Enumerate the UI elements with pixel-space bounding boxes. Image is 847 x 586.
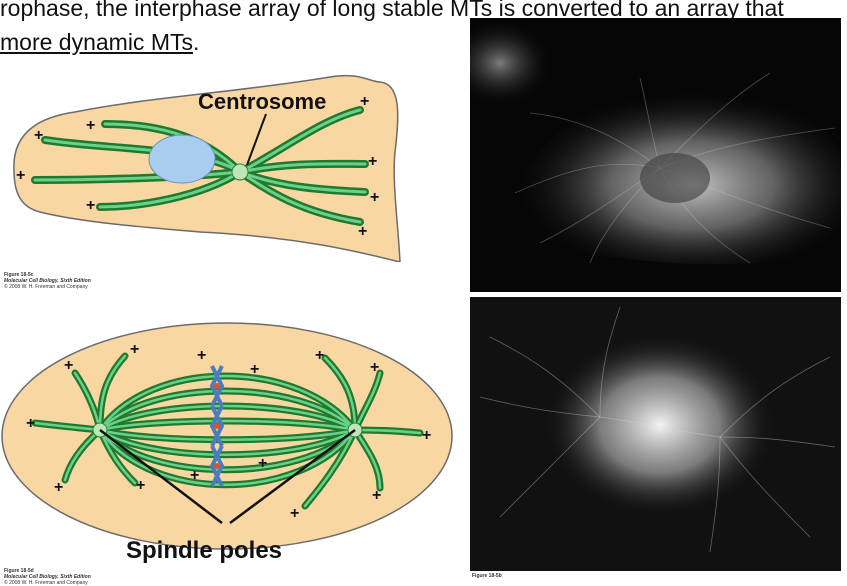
figure-bottom-credit-book: Molecular Cell Biology, Sixth Edition <box>4 574 91 580</box>
plus-end-label: + <box>34 127 43 144</box>
mitotic-cell-diagram: Spindle poles + + + + + + + + + + + + + … <box>1 322 453 564</box>
plus-end-label: + <box>422 427 431 444</box>
caption-period: . <box>192 29 200 55</box>
photo-bottom-credit: Figure 18-5b <box>472 573 502 579</box>
plus-end-label: + <box>197 347 206 364</box>
figure-top-credit-copy: © 2008 W. H. Freeman and Company <box>4 284 88 290</box>
spindle-pointer-right <box>229 428 356 525</box>
micrograph-interphase-image <box>470 18 841 292</box>
figure-top-credit-fig: Figure 18-5c <box>4 272 34 278</box>
plus-end-label: + <box>370 189 379 206</box>
plus-end-label: + <box>86 197 95 214</box>
plus-end-label: + <box>190 467 199 484</box>
plus-end-label: + <box>358 223 367 240</box>
figure-bottom-credit: Figure 18-5d Molecular Cell Biology, Six… <box>4 568 91 586</box>
micrograph-interphase <box>470 18 841 292</box>
plus-end-label: + <box>130 341 139 358</box>
nucleus <box>148 134 216 184</box>
figure-top-credit: Figure 18-5c Molecular Cell Biology, Six… <box>4 272 91 290</box>
plus-end-label: + <box>360 93 369 110</box>
plus-end-label: + <box>315 347 324 364</box>
plus-end-label: + <box>290 505 299 522</box>
chromosomes <box>209 365 225 487</box>
plus-end-label: + <box>368 153 377 170</box>
interphase-cell-diagram: Centrosome + + + + + + + + <box>13 74 401 262</box>
plus-end-label: + <box>250 361 259 378</box>
spindle-pointer-left <box>99 429 223 524</box>
plus-end-label: + <box>370 359 379 376</box>
plus-end-label: + <box>64 357 73 374</box>
plus-end-label: + <box>26 415 35 432</box>
figure-top-credit-book: Molecular Cell Biology, Sixth Edition <box>4 278 91 284</box>
micrograph-mitotic-image <box>470 297 841 571</box>
caption-underlined-text: more dynamic MTs <box>0 29 193 55</box>
caption-line-1: rophase, the interphase array of long st… <box>0 0 784 21</box>
centrosome <box>231 163 249 181</box>
spindle-poles-label: Spindle poles <box>126 537 282 564</box>
plus-end-label: + <box>54 479 63 496</box>
plus-end-label: + <box>258 455 267 472</box>
micrograph-mitotic <box>470 297 841 571</box>
plus-end-label: + <box>86 117 95 134</box>
plus-end-label: + <box>372 487 381 504</box>
plus-end-label: + <box>16 167 25 184</box>
plus-end-label: + <box>136 477 145 494</box>
centrosome-pointer <box>246 113 267 166</box>
caption-line-2: more dynamic MTs. <box>0 28 199 56</box>
centrosome-label: Centrosome <box>198 89 326 114</box>
figure-bottom-credit-fig: Figure 18-5d <box>4 568 34 574</box>
